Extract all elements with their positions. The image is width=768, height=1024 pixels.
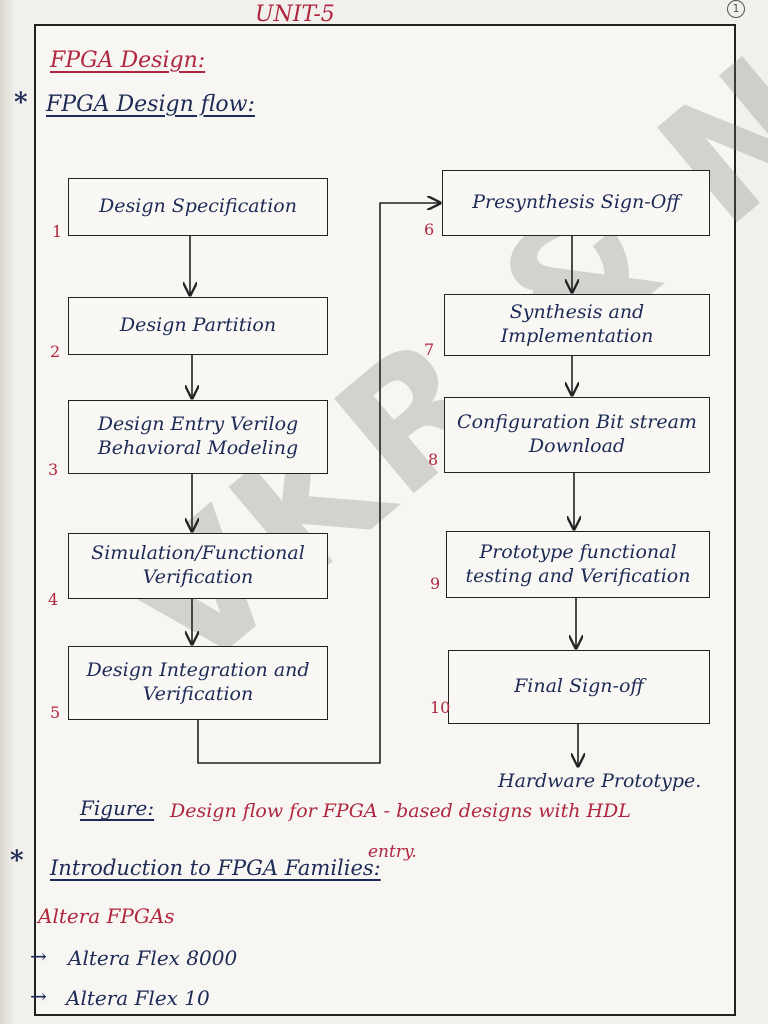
list-item: Altera Flex 8000	[68, 946, 238, 970]
step-number-8: 8	[428, 450, 439, 469]
list-item: Altera Flex 10	[66, 986, 210, 1010]
flow-box-synthesis-implementation: Synthesis and Implementation	[444, 294, 710, 356]
flow-box-design-entry: Design Entry Verilog Behavioral Modeling	[68, 400, 328, 474]
step-number-9: 9	[430, 574, 441, 593]
section-heading-design-flow: FPGA Design flow:	[46, 92, 255, 117]
flow-box-presynthesis-signoff: Presynthesis Sign-Off	[442, 170, 710, 236]
flow-box-design-specification: Design Specification	[68, 178, 328, 236]
step-number-3: 3	[48, 460, 59, 479]
list-arrow-icon: →	[30, 944, 47, 968]
page-number: 1	[727, 0, 745, 18]
step-number-10: 10	[430, 698, 451, 717]
notebook-binding	[0, 0, 14, 1024]
list-arrow-icon: →	[30, 984, 47, 1008]
flow-box-configuration-download: Configuration Bit stream Download	[444, 397, 710, 473]
step-number-5: 5	[50, 703, 61, 722]
bullet-star-1: *	[14, 88, 28, 118]
figure-caption: Design flow for FPGA - based designs wit…	[170, 800, 631, 822]
step-number-2: 2	[50, 342, 61, 361]
page-title: FPGA Design:	[50, 48, 206, 73]
bullet-star-2: *	[10, 846, 24, 876]
step-number-7: 7	[424, 340, 435, 359]
flow-output-hardware-prototype: Hardware Prototype.	[498, 770, 702, 792]
unit-title: UNIT-5	[255, 2, 335, 27]
flow-box-simulation: Simulation/Functional Verification	[68, 533, 328, 599]
flow-box-prototype-testing: Prototype functional testing and Verific…	[446, 531, 710, 598]
flow-box-final-signoff: Final Sign-off	[448, 650, 710, 724]
flow-box-design-integration: Design Integration and Verification	[68, 646, 328, 720]
figure-label: Figure:	[80, 796, 155, 820]
altera-heading: Altera FPGAs	[38, 904, 175, 928]
flow-box-design-partition: Design Partition	[68, 297, 328, 355]
step-number-6: 6	[424, 220, 435, 239]
step-number-1: 1	[52, 222, 63, 241]
figure-caption-continued: entry.	[368, 842, 417, 862]
section-heading-fpga-families: Introduction to FPGA Families:	[50, 856, 381, 880]
step-number-4: 4	[48, 590, 59, 609]
